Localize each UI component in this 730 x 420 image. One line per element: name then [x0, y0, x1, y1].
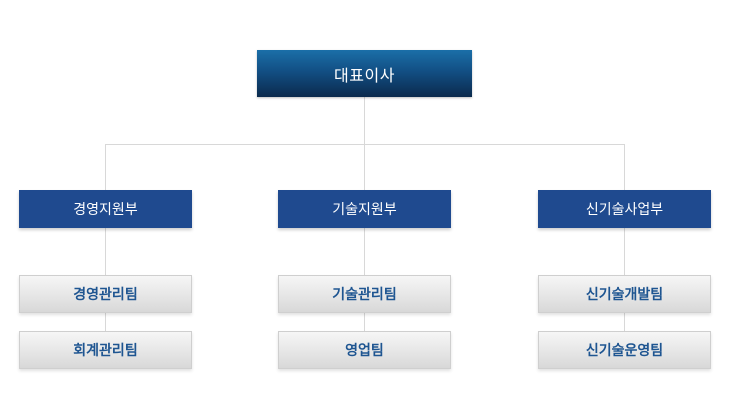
team-box-2-1: 신기술운영팀: [538, 331, 711, 369]
team-box-0-0: 경영관리팀: [19, 275, 192, 313]
department-box-0: 경영지원부: [19, 190, 192, 228]
team-box-1-0: 기술관리팀: [278, 275, 451, 313]
ceo-box: 대표이사: [257, 50, 472, 97]
team-box-0-1: 회계관리팀: [19, 331, 192, 369]
team-box-2-0: 신기술개발팀: [538, 275, 711, 313]
team-box-1-1: 영업팀: [278, 331, 451, 369]
department-box-1: 기술지원부: [278, 190, 451, 228]
department-box-2: 신기술사업부: [538, 190, 711, 228]
